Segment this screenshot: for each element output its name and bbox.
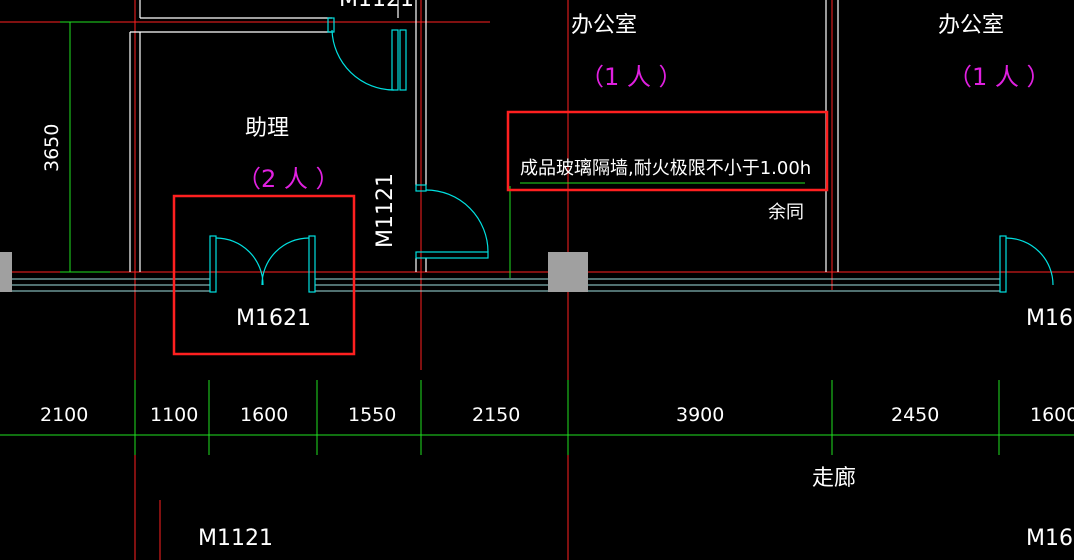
room-label-assistant: 助理 — [245, 116, 289, 141]
glass-partition — [10, 278, 1000, 292]
room-label-office-right: 办公室 — [938, 13, 1004, 38]
dim-label: 2100 — [40, 404, 88, 426]
room-label-corridor: 走廊 — [812, 466, 856, 491]
door-label-bottom-left: M1121 — [198, 526, 273, 551]
door-label-right: M1621 — [1026, 306, 1074, 331]
dimension-lines — [0, 21, 1074, 455]
dim-label-vertical: 3650 — [41, 124, 63, 172]
door-label-bottom-right: M1621 — [1026, 526, 1074, 551]
glass-wall-note: 成品玻璃隔墙,耐火极限不小于1.00h — [520, 158, 811, 179]
column-left — [0, 252, 12, 292]
room-count-office-right: （1 人 ） — [948, 63, 1051, 91]
door-leaf — [399, 29, 407, 91]
dim-label: 3900 — [676, 404, 724, 426]
right-door-leaf — [999, 235, 1007, 293]
door-leaf — [391, 29, 399, 91]
dim-label: 1100 — [150, 404, 198, 426]
door-label-vertical: M1121 — [373, 173, 398, 248]
dim-label: 1550 — [348, 404, 396, 426]
door-label-top: M1121 — [339, 0, 414, 12]
highlight-box-note — [506, 110, 829, 192]
column-center — [548, 252, 588, 292]
door-leaf — [415, 251, 489, 259]
room-count-office-left: （1 人 ） — [580, 63, 683, 91]
door-label-double: M1621 — [236, 306, 311, 331]
room-label-office-left: 办公室 — [571, 13, 637, 38]
double-door-left-arc — [215, 237, 264, 286]
door-swing-arc — [331, 29, 395, 91]
doors — [209, 17, 1054, 293]
same-note: 余同 — [768, 202, 804, 223]
door-frame — [415, 184, 427, 192]
highlight-boxes — [172, 110, 829, 356]
highlight-box-door — [172, 194, 356, 356]
double-door-right-arc — [261, 237, 310, 286]
dim-label: 2150 — [472, 404, 520, 426]
room-count-assistant: （2 人 ） — [237, 165, 340, 193]
double-door-right-leaf — [308, 235, 316, 293]
door-leaf — [327, 17, 335, 33]
door-swing-arc — [425, 189, 489, 253]
dim-label: 2450 — [891, 404, 939, 426]
right-door-arc — [1005, 237, 1054, 286]
dim-label: 1600 — [1030, 404, 1074, 426]
double-door-left-leaf — [209, 235, 217, 293]
dim-label: 1600 — [240, 404, 288, 426]
